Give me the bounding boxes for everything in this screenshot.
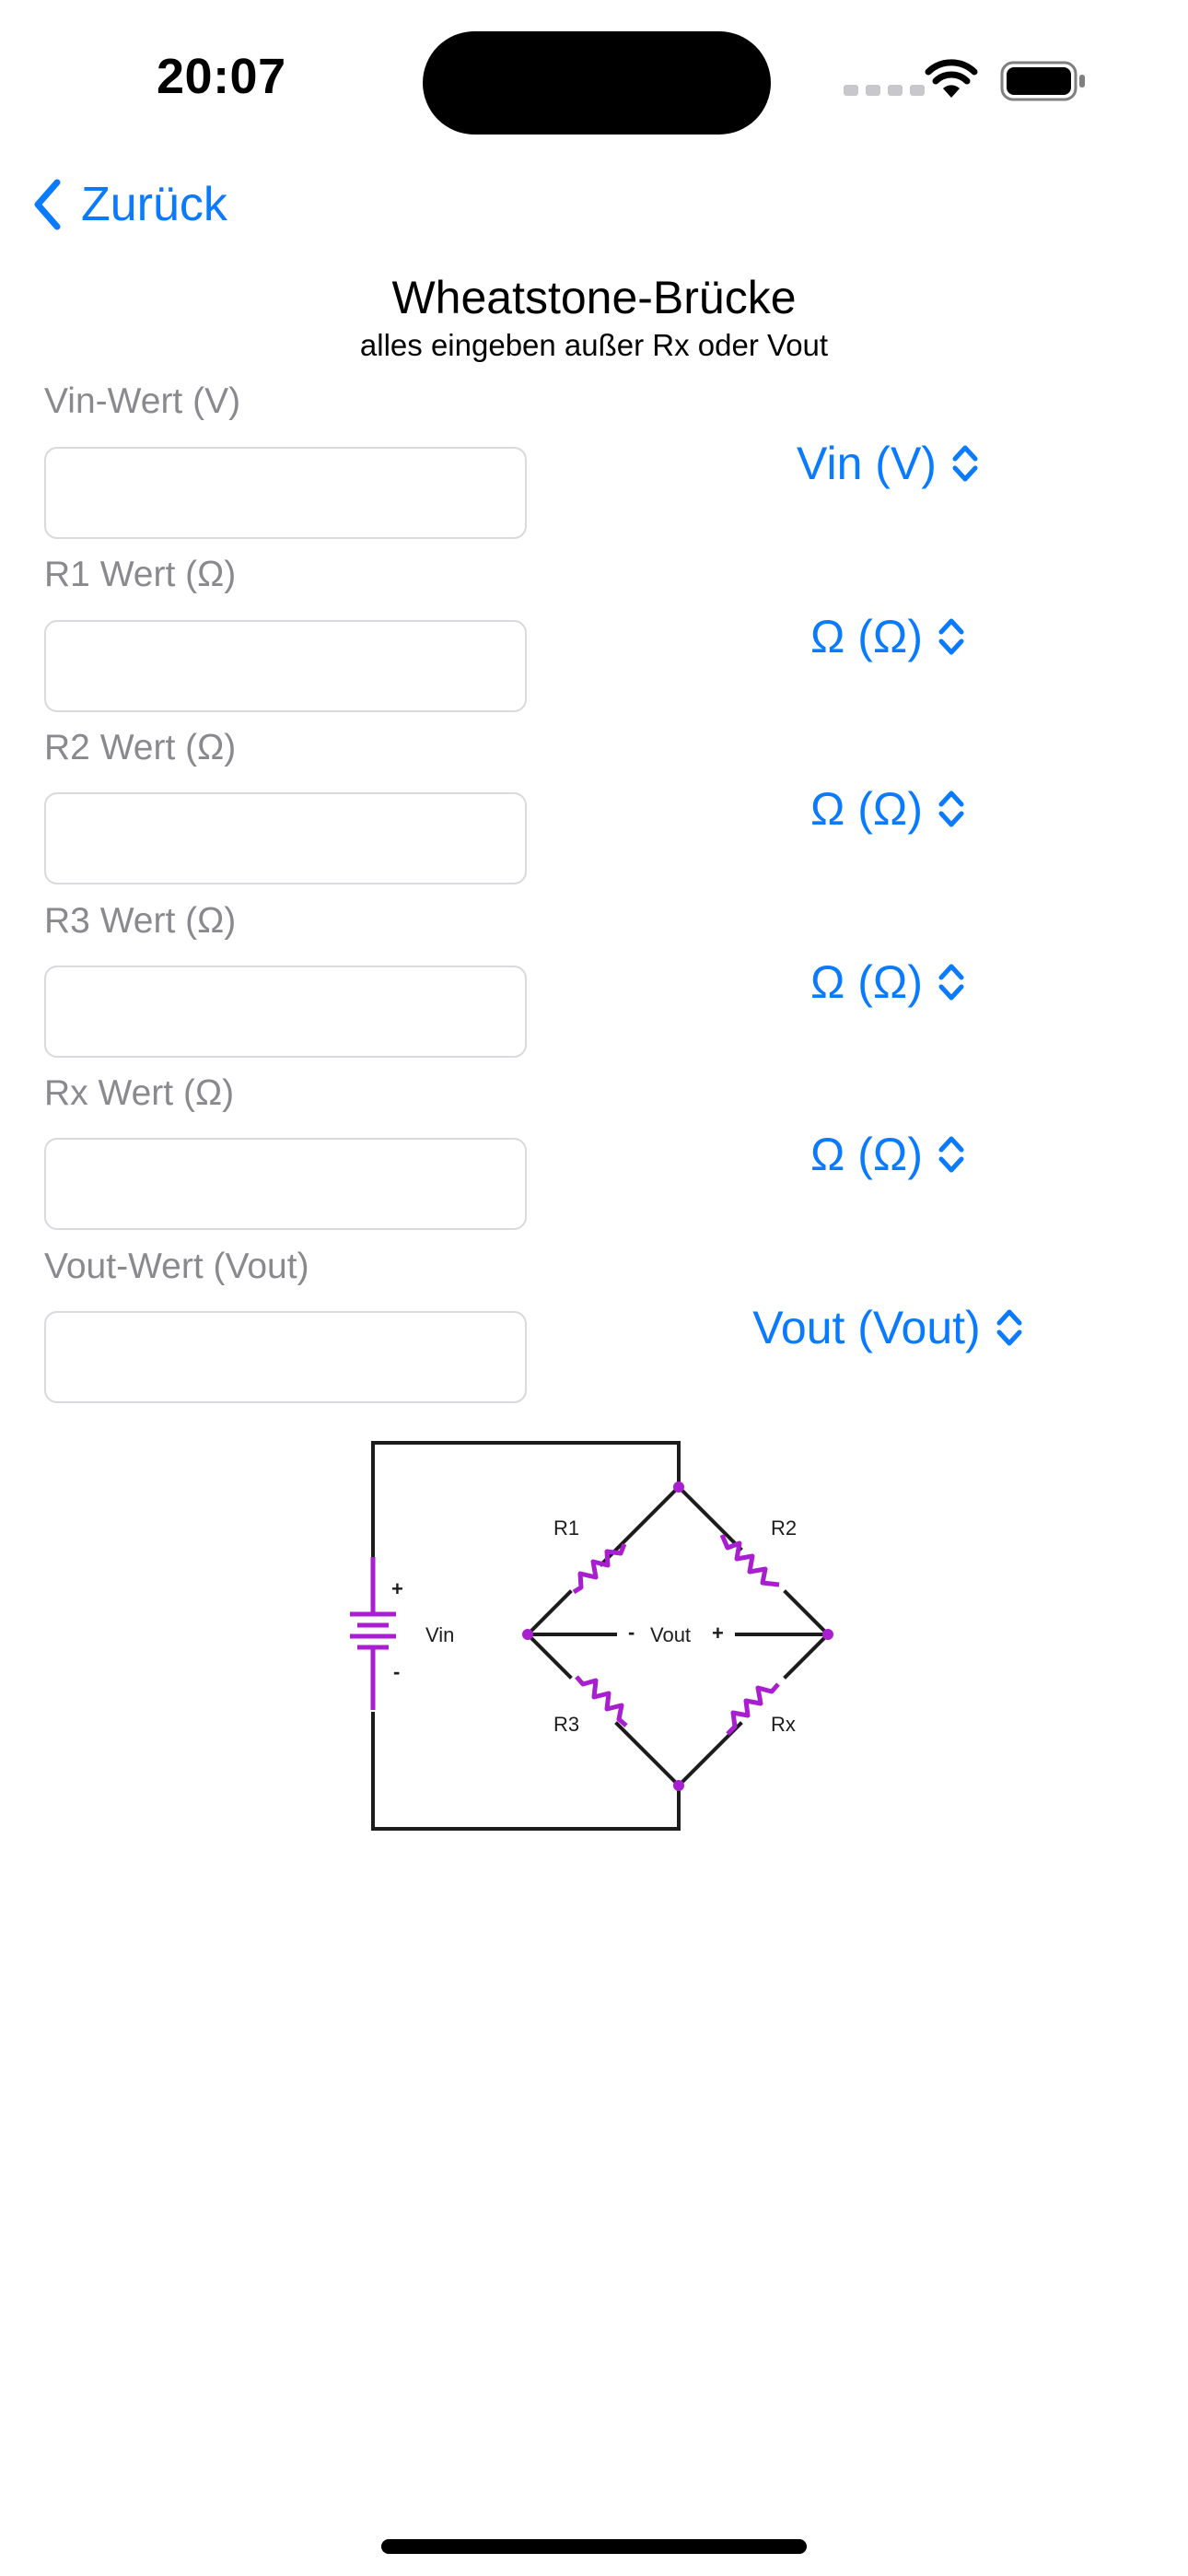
r3-unit-label: Ω (Ω) (810, 956, 923, 1008)
chevron-up-down-icon (938, 618, 964, 655)
page-title: Wheatstone-Brücke (391, 272, 797, 323)
battery-icon (1000, 61, 1085, 101)
r1-input[interactable] (44, 620, 527, 712)
vin-input[interactable] (44, 447, 527, 539)
wifi-icon (925, 59, 978, 98)
r1-field-label: R1 Wert (Ω) (44, 555, 237, 594)
r3-field-label: R3 Wert (Ω) (44, 901, 237, 941)
home-indicator[interactable] (381, 2539, 807, 2554)
vin-field-label: Vin-Wert (V) (44, 381, 241, 421)
label-r1: R1 (553, 1516, 579, 1540)
r1-unit-picker[interactable]: Ω (Ω) (700, 604, 1077, 669)
circuit-components (350, 1534, 780, 1736)
page-subtitle: alles eingeben außer Rx oder Vout (359, 328, 829, 362)
label-r3: R3 (553, 1713, 579, 1736)
chevron-up-down-icon (938, 790, 964, 827)
wheatstone-bridge-diagram: R1 R2 R3 Rx Vin Vout + - + - (350, 1441, 833, 1831)
label-vout-plus: + (712, 1622, 724, 1645)
r1-unit-label: Ω (Ω) (810, 611, 923, 662)
rx-field-label: Rx Wert (Ω) (44, 1073, 235, 1113)
vout-unit-label: Vout (Vout) (752, 1302, 981, 1353)
chevron-up-down-icon (952, 445, 978, 482)
label-r2: R2 (771, 1516, 797, 1540)
label-rx: Rx (771, 1713, 796, 1736)
r3-input[interactable] (44, 966, 527, 1058)
resistor-r2 (719, 1534, 780, 1587)
status-time: 20:07 (157, 49, 286, 104)
resistor-rx (726, 1682, 780, 1736)
r2-field-label: R2 Wert (Ω) (44, 728, 237, 767)
rx-unit-picker[interactable]: Ω (Ω) (700, 1122, 1077, 1187)
chevron-left-icon (34, 179, 61, 230)
chevron-up-down-icon (938, 1136, 964, 1173)
vout-field-label: Vout-Wert (Vout) (44, 1247, 309, 1286)
label-vout-minus: - (628, 1621, 635, 1644)
vin-unit-picker[interactable]: Vin (V) (700, 431, 1077, 496)
vin-unit-label: Vin (V) (797, 438, 937, 489)
vout-input[interactable] (44, 1311, 527, 1403)
chevron-up-down-icon (996, 1309, 1022, 1346)
r2-input[interactable] (44, 792, 527, 884)
r2-unit-picker[interactable]: Ω (Ω) (700, 777, 1077, 841)
back-button-label: Zurück (81, 178, 227, 231)
resistor-r1 (572, 1543, 627, 1595)
rx-input[interactable] (44, 1138, 527, 1230)
resistor-r3 (575, 1675, 628, 1727)
chevron-up-down-icon (938, 964, 964, 1001)
label-vout: Vout (650, 1623, 691, 1646)
r2-unit-label: Ω (Ω) (810, 783, 923, 835)
label-vin: Vin (425, 1623, 454, 1646)
vout-unit-picker[interactable]: Vout (Vout) (700, 1295, 1077, 1360)
label-battery-plus: + (391, 1577, 403, 1600)
circuit-nodes (522, 1481, 833, 1791)
back-button[interactable]: Zurück (33, 177, 227, 232)
cellular-signal-icon (844, 85, 925, 96)
rx-unit-label: Ω (Ω) (810, 1129, 923, 1180)
label-battery-minus: - (393, 1660, 400, 1683)
dynamic-island (423, 31, 771, 135)
r3-unit-picker[interactable]: Ω (Ω) (700, 950, 1077, 1014)
